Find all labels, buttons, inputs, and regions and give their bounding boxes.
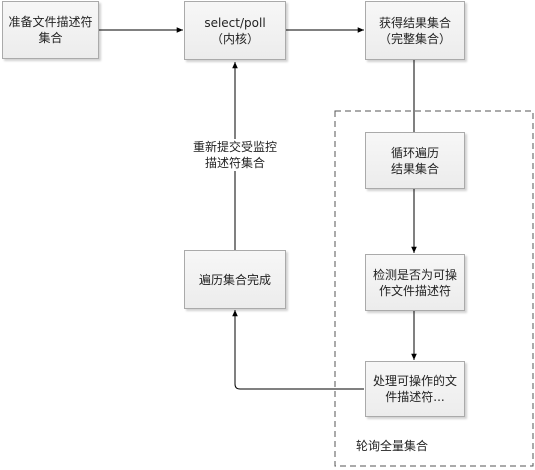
label-poll-all: 轮询全量集合: [356, 439, 429, 453]
label-resubmit-line1: 重新提交受监控: [192, 140, 277, 154]
arrow-process-to-done: [232, 310, 364, 390]
node-result-line1: 获得结果集合: [378, 15, 451, 30]
node-process-line1: 处理可操作的文: [372, 374, 457, 388]
label-resubmit: 重新提交受监控 描述符集合: [178, 139, 292, 171]
node-check-line2: 作文件描述符: [378, 283, 451, 298]
node-result-set: 获得结果集合（完整集合）: [365, 1, 465, 60]
node-process: 处理可操作的文件描述符...: [365, 361, 465, 417]
node-check-line1: 检测是否为可操: [372, 267, 457, 282]
node-result-line2: （完整集合）: [378, 31, 451, 46]
node-select-poll: select/poll（内核）: [184, 1, 286, 60]
node-check: 检测是否为可操作文件描述符: [365, 254, 465, 311]
node-done-label: 遍历集合完成: [198, 272, 271, 287]
node-select-line2: （内核）: [210, 31, 259, 46]
node-prepare: 准备文件描述符集合: [2, 1, 99, 59]
node-loop-line1: 循环遍历: [390, 145, 439, 160]
node-select-line1: select/poll: [204, 15, 266, 30]
node-prepare-line1: 准备文件描述符: [8, 15, 93, 29]
node-prepare-line2: 集合: [38, 31, 63, 45]
label-resubmit-line2: 描述符集合: [204, 156, 265, 170]
polling-group-frame: [334, 110, 534, 467]
node-loop-line2: 结果集合: [390, 161, 439, 176]
node-done: 遍历集合完成: [184, 250, 286, 309]
node-loop: 循环遍历结果集合: [365, 132, 465, 189]
node-process-line2: 件描述符...: [385, 390, 445, 404]
